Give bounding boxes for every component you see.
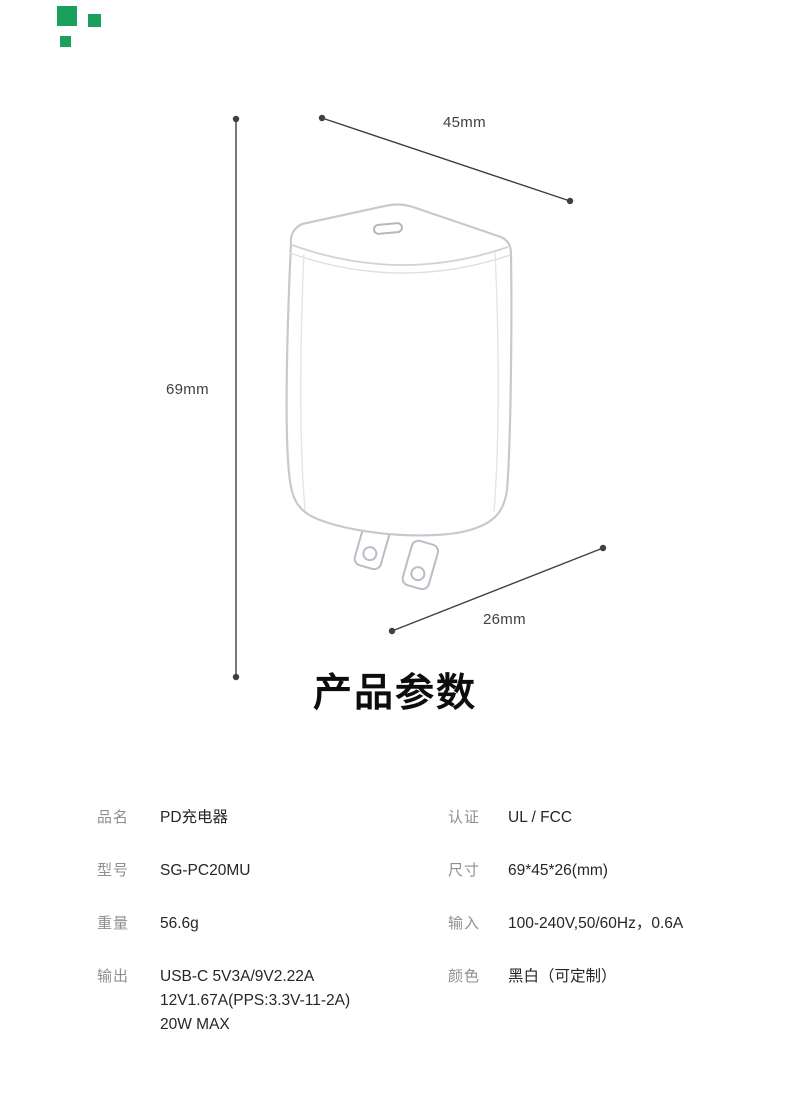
spec-value: SG-PC20MU bbox=[160, 862, 251, 879]
spec-row-output: 输出 USB-C 5V3A/9V2.22A 12V1.67A(PPS:3.3V-… bbox=[97, 965, 442, 1037]
spec-row-product-name: 品名 PD充电器 bbox=[97, 806, 442, 830]
spec-label: 尺寸 bbox=[448, 862, 481, 879]
spec-row-size: 尺寸 69*45*26(mm) bbox=[448, 859, 778, 883]
spec-value: UL / FCC bbox=[508, 809, 573, 826]
spec-value: PD充电器 bbox=[160, 809, 229, 826]
spec-label: 重量 bbox=[97, 915, 130, 932]
spec-row-input: 输入 100-240V,50/60Hz，0.6A bbox=[448, 912, 778, 936]
section-title: 产品参数 bbox=[312, 672, 477, 715]
spec-label: 型号 bbox=[97, 862, 130, 879]
spec-value: USB-C 5V3A/9V2.22A 12V1.67A(PPS:3.3V-11-… bbox=[160, 968, 351, 1033]
spec-column-left: 品名 PD充电器 型号 SG-PC20MU 重量 56.6g 输出 USB-C … bbox=[97, 806, 442, 1066]
spec-row-certification: 认证 UL / FCC bbox=[448, 806, 778, 830]
spec-value: 100-240V,50/60Hz，0.6A bbox=[508, 915, 684, 932]
spec-label: 输出 bbox=[97, 968, 130, 985]
dimension-lines bbox=[235, 117, 604, 677]
charger-silhouette bbox=[285, 203, 513, 537]
decoration-square bbox=[60, 36, 71, 47]
spec-value: 黑白（可定制） bbox=[508, 968, 617, 985]
spec-row-model: 型号 SG-PC20MU bbox=[97, 859, 442, 883]
spec-row-color: 颜色 黑白（可定制） bbox=[448, 965, 778, 989]
spec-value: 69*45*26(mm) bbox=[508, 862, 608, 879]
height-dimension-label: 69mm bbox=[166, 381, 209, 398]
spec-row-weight: 重量 56.6g bbox=[97, 912, 442, 936]
charger-body-drawing bbox=[285, 203, 513, 591]
decoration-square bbox=[88, 14, 101, 27]
spec-label: 颜色 bbox=[448, 968, 481, 985]
depth-dimension-label: 26mm bbox=[483, 611, 526, 628]
decoration-square bbox=[57, 6, 77, 26]
spec-label: 输入 bbox=[448, 915, 481, 932]
spec-label: 认证 bbox=[448, 809, 481, 826]
usb-c-port bbox=[372, 222, 403, 235]
spec-column-right: 认证 UL / FCC 尺寸 69*45*26(mm) 输入 100-240V,… bbox=[448, 806, 778, 1018]
charger-illustration bbox=[232, 114, 607, 681]
dimension-endpoints bbox=[232, 114, 607, 681]
spec-value: 56.6g bbox=[160, 915, 199, 932]
spec-label: 品名 bbox=[97, 809, 130, 826]
width-dimension-label: 45mm bbox=[443, 114, 486, 131]
